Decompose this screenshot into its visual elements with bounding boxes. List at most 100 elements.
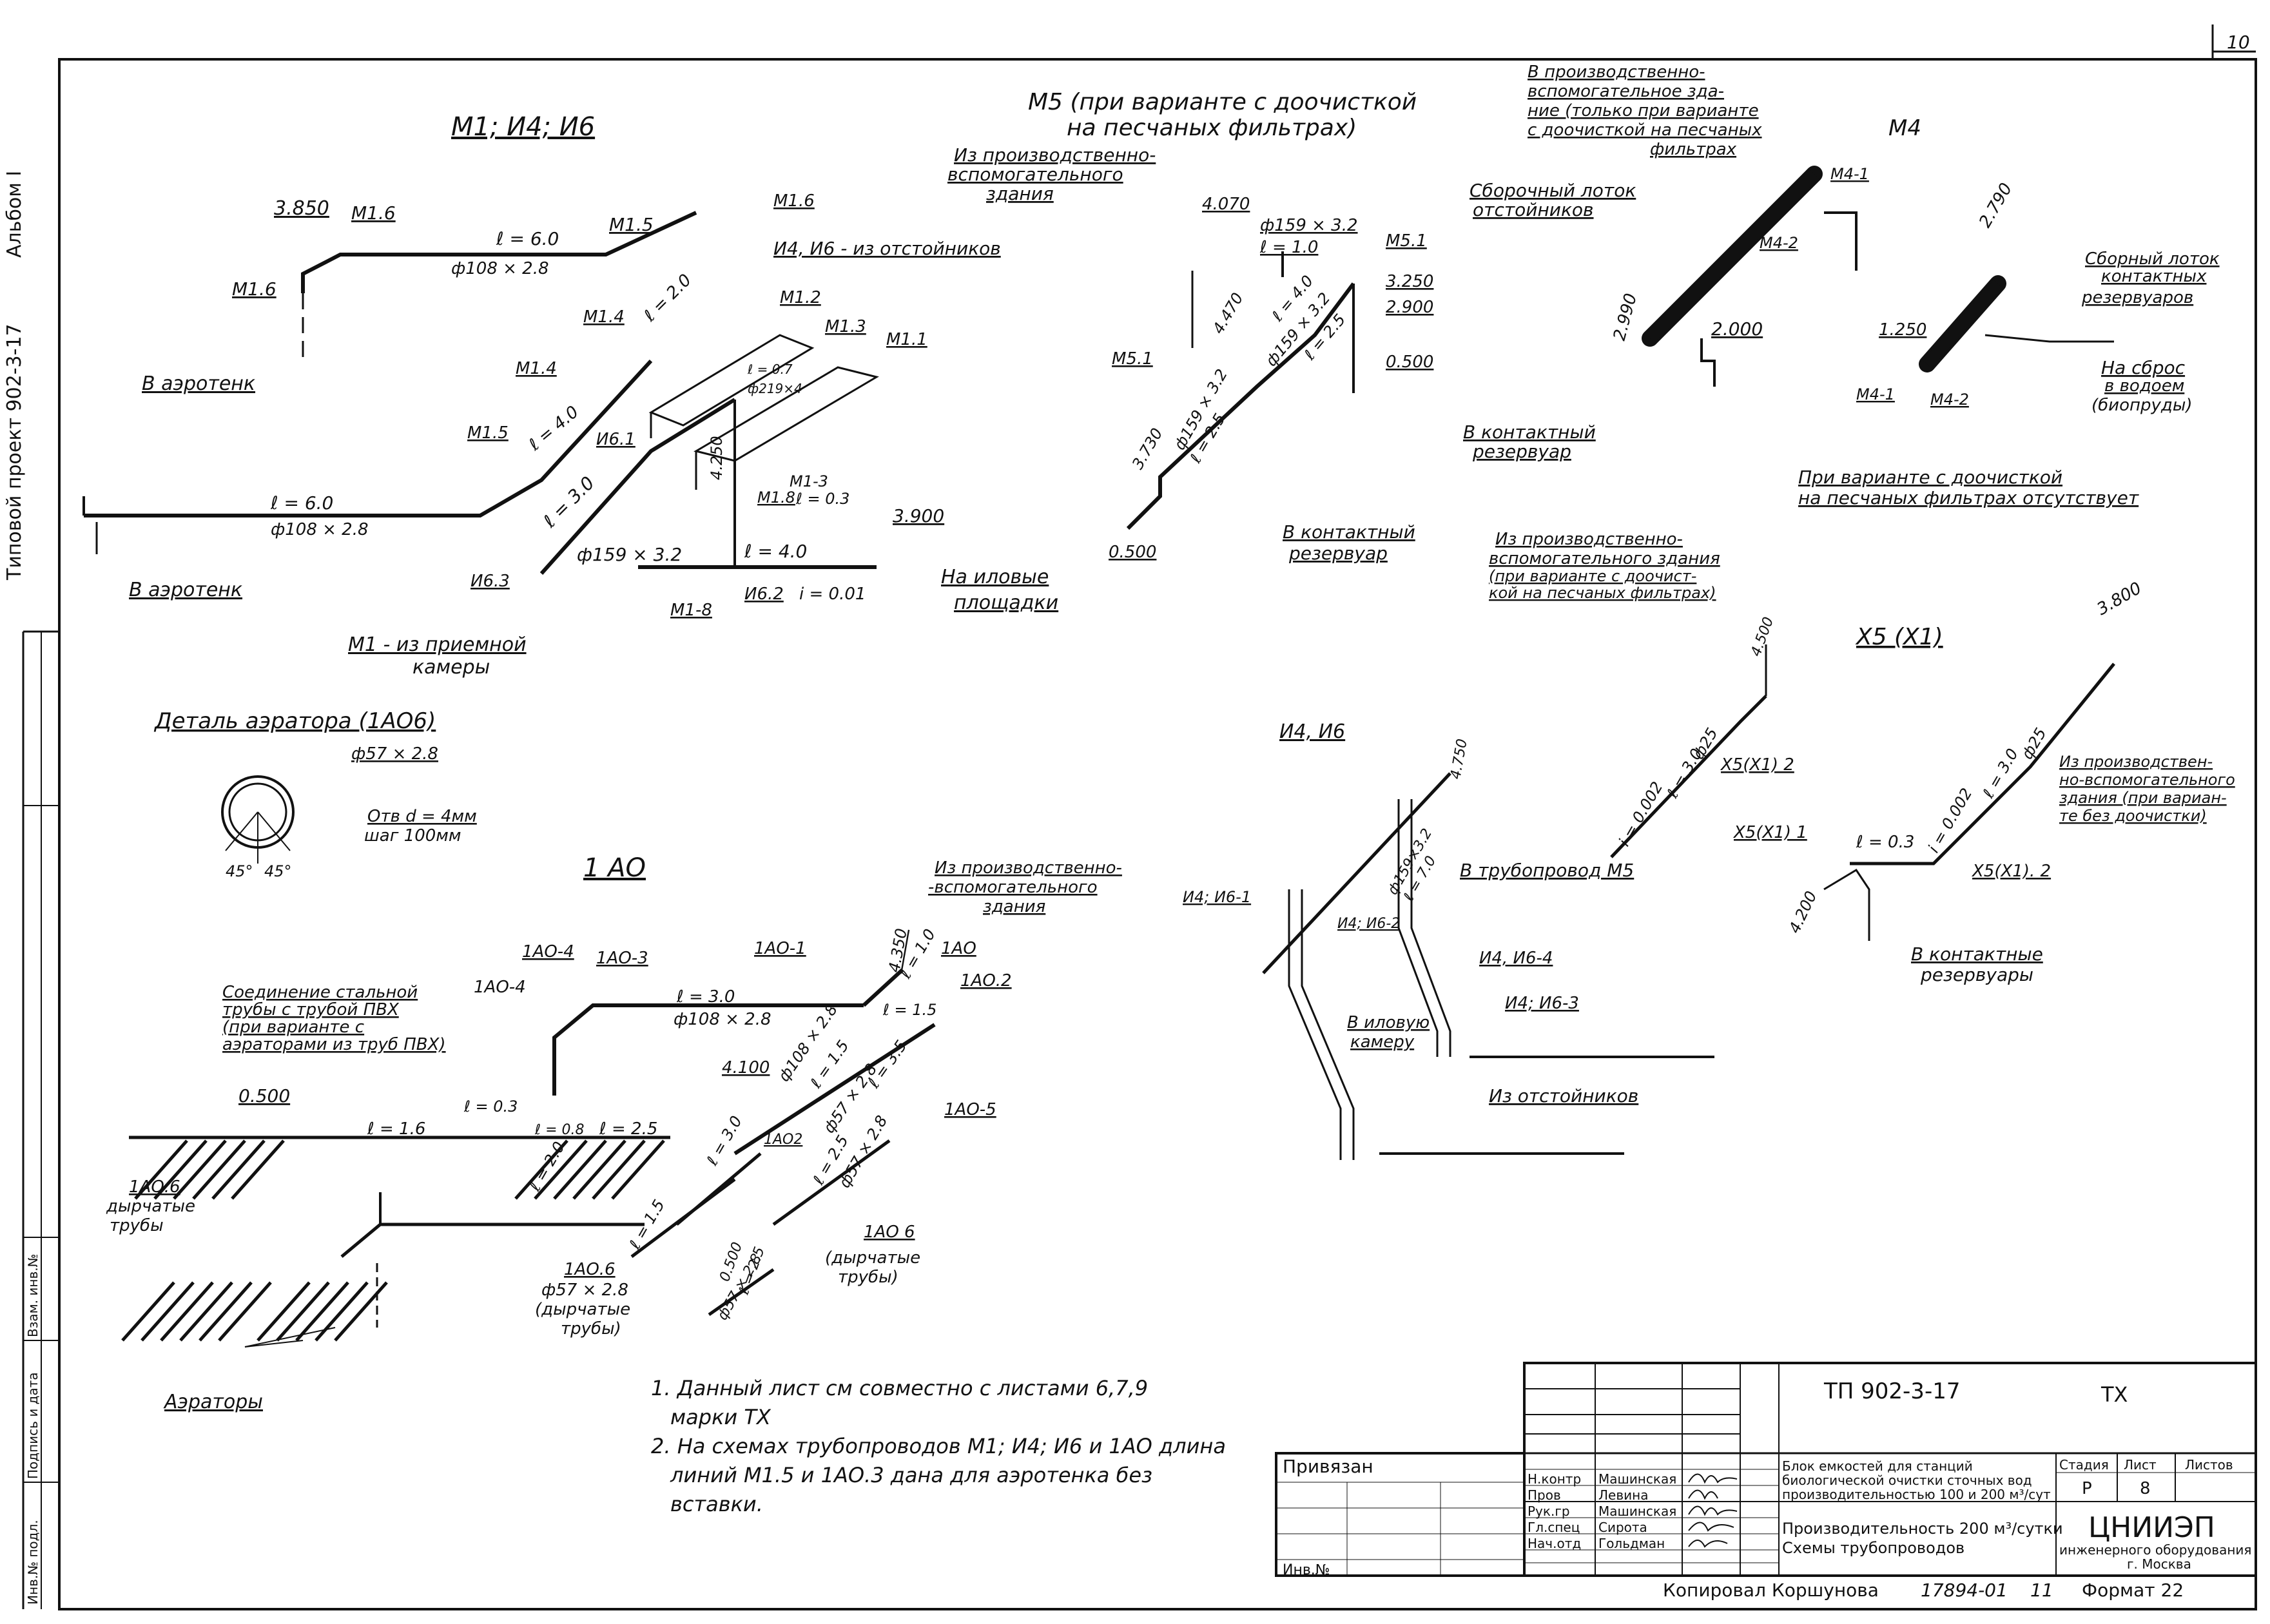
x5-from2-1: Из производствен- [2059,753,2213,771]
x5-title: X5 (X1) [1855,624,1943,650]
note-1b: марки ТХ [670,1405,771,1429]
ao1-perf-5: (дырчатые [825,1248,920,1268]
x5-to-pipe: В трубопровод M5 [1460,860,1634,881]
m5-m51a: M5.1 [1386,231,1427,251]
tb-prod-2: Схемы трубопроводов [1782,1539,1964,1557]
i4i6-i2: И4; И6-2 [1337,916,1400,932]
m1-m12: M1.2 [780,288,821,307]
i4i6-to-sludge-1: В иловую [1347,1013,1430,1032]
side-stamp-replace: Взам. инв.№ [25,1254,41,1337]
m1-i63: И6.3 [470,572,510,591]
tb-org-2: инженерного оборудования [2059,1542,2251,1558]
x5-x52a: X5(X1) 2 [1720,755,1794,775]
ao1-perf-2: трубы [110,1216,164,1235]
m4-m41a: M4-1 [1830,165,1869,183]
ao1-aerators: Аэраторы [163,1391,263,1413]
aerator-holes-2: шаг 100мм [364,826,461,846]
m4-discharge-3: (биопруды) [2091,396,2193,415]
m1-m13: M1.3 [825,317,866,336]
x5-to-res-2: резервуары [1920,964,2033,985]
m1-to-aerotank-2: В аэротенк [129,579,242,601]
x5-x52b: X5(X1). 2 [1971,862,2051,881]
tb-sheets-h: Листов [2185,1457,2233,1473]
m5-m51b: M5.1 [1112,349,1153,369]
tb-name-5: Гольдман [1598,1536,1665,1551]
tb-role-3: Рук.гр [1528,1503,1570,1519]
m1-l60-bot: ℓ = 6.0 [270,492,333,514]
page-number: 10 [2227,32,2250,53]
ao1-ao2b: 1АО2 [764,1132,802,1148]
m4-m42a: M4-2 [1760,234,1798,252]
m1-m14b: M1.4 [516,359,557,378]
m5-d159a: ф159 × 3.2 [1260,216,1358,235]
m5-4070: 4.070 [1202,195,1250,214]
ao1-ao4a: 1АО-4 [522,942,574,962]
perforated-pipes-upper [134,1139,665,1200]
m5-title-2: на песчаных фильтрах) [1067,115,1357,141]
m4-from-5: фильтрах [1650,140,1737,159]
x5-4200: 4.200 [1785,888,1820,936]
m1-m16c: M1.6 [773,191,815,211]
m4-2000: 2.000 [1711,318,1763,340]
tb-prod-1: Производительность 200 м³/сутки [1782,1520,2063,1538]
x5-4500: 4.500 [1748,615,1777,659]
m5-3250: 3.250 [1386,272,1433,291]
m5-l10: ℓ = 1.0 [1259,238,1318,257]
tb-num: 17894-01 [1921,1580,2008,1601]
tb-role-2: Пров [1528,1487,1561,1503]
m5-3730: 3.730 [1129,425,1167,472]
ao1-ao6b: 1АО.6 [564,1260,616,1279]
frame: 10 [58,24,2257,1610]
i4i6-i4: И4, И6-4 [1479,949,1553,968]
m4-tray-2: отстойников [1473,199,1594,220]
ao1-ao4b: 1АО-4 [474,978,526,997]
m5-2900: 2.900 [1386,298,1433,317]
side-stamp-inv: Инв.№ подл. [25,1520,41,1605]
x5-to-res-1: В контактные [1911,943,2043,965]
ao1-perf-4: трубы) [561,1319,621,1339]
m1-m13b: M1-3 [790,472,828,490]
tb-name-1: Машинская [1598,1471,1676,1487]
i4i6-4750: 4.750 [1448,738,1471,780]
m1-d108-bot: ф108 × 2.8 [271,520,369,539]
tb-sheet: 8 [2140,1479,2151,1498]
x5-from2-3: здания (при вариан- [2059,789,2227,807]
tb-num2: 11 [2030,1580,2053,1601]
ao1-perf-1: дырчатые [106,1197,195,1216]
m4-from-4: с доочисткой на песчаных [1528,121,1762,140]
m4-discharge-2: в водоем [2104,376,2184,396]
i4i6-title: И4, И6 [1279,720,1345,743]
aerator-holes-1: Отв d = 4мм [367,807,477,826]
ao1-4100: 4.100 [722,1058,770,1078]
x5-from-3: (при варианте с доочист- [1489,567,1696,585]
m1-slope: i = 0.01 [799,585,866,604]
ao1-ao5: 1АО-5 [944,1100,996,1119]
tb-name-3: Машинская [1598,1503,1676,1519]
ao1-l03: ℓ = 0.3 [463,1097,518,1116]
ao1-l30b: ℓ = 3.0 [703,1113,745,1169]
ao1-ao6c: 1АО 6 [864,1223,915,1242]
title-block: ТП 902-3-17 ТХ Привязан Инв.№ Н.контр Пр… [1275,1362,2257,1601]
m1-l20: ℓ = 2.0 [640,271,695,326]
m4-2790: 2.790 [1975,180,2016,231]
x5-from2-2: но-вспомогательного [2059,771,2235,789]
x5-from-4: кой на песчаных фильтрах) [1489,584,1716,602]
ao1-l16: ℓ = 1.6 [367,1119,425,1139]
scheme-m1: M1; И4; И6 3.850 M1.6 M1.6 M1.5 ℓ = 6.0 … [82,112,1058,679]
m4-note-2: на песчаных фильтрах отсутствует [1798,487,2139,508]
m1-l60-top: ℓ = 6.0 [496,228,559,249]
x5-l30b: ℓ = 3.0 [1979,746,2021,802]
scheme-m4: В производственно- вспомогательное зда- … [1463,63,2220,508]
tb-role-4: Гл.спец [1528,1520,1580,1535]
tb-desc-1: Блок емкостей для станций [1782,1458,1973,1474]
m1-d159: ф159 × 3.2 [577,544,682,565]
tb-role-1: Н.контр [1528,1471,1581,1487]
m4-from-1: В производственно- [1528,63,1705,82]
m1-m16a: M1.6 [351,202,396,224]
m1-from-rcv-1: M1 - из приемной [348,633,527,656]
tb-name-4: Сирота [1598,1520,1647,1535]
note-2c: вставки. [670,1492,763,1516]
ao1-ao6a: 1АО.6 [129,1177,180,1197]
tb-copied: Копировал Коршунова [1663,1580,1879,1601]
